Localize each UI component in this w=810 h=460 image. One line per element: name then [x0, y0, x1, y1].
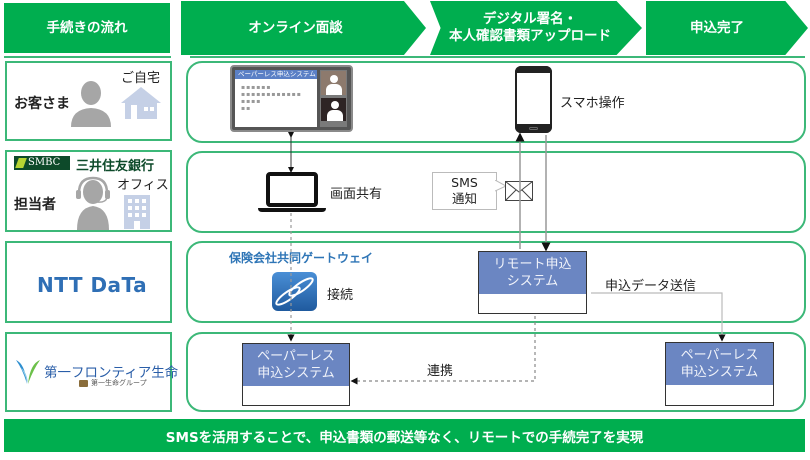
smbc-logo-mark — [15, 158, 27, 168]
remote-application-system: リモート申込 システム — [478, 251, 587, 314]
link-label: 連携 — [427, 364, 454, 379]
actor-customer: お客さま ご自宅 — [5, 61, 172, 141]
step-label: オンライン面談 — [248, 19, 343, 36]
step-label: デジタル署名・ 本人確認書類アップロード — [449, 11, 611, 45]
screen-placeholder-text: ▪▪▪▪▪▪▪▪▪▪▪▪▪▪▪▪▪▪▪▪▪▪▪▪ — [241, 84, 302, 112]
insurer-name: 第一フロンティア生命 — [44, 365, 179, 381]
screen-title-bar: ペーパーレス申込システム — [235, 70, 317, 79]
actor-nttdata: NTT DaTa — [5, 241, 172, 323]
sms-notification-callout: SMS 通知 — [432, 172, 497, 210]
video-participant-1 — [321, 71, 346, 95]
system-label-line1: ペーパーレス — [680, 348, 759, 363]
smbc-brand-text: SMBC — [28, 157, 61, 168]
actor-insurer: 第一フロンティア生命 第一生命グループ — [5, 332, 178, 412]
nttdata-logo: NTT DaTa — [37, 273, 148, 297]
place-home-label: ご自宅 — [121, 71, 161, 86]
video-meeting-monitor: ペーパーレス申込システム ▪▪▪▪▪▪▪▪▪▪▪▪▪▪▪▪▪▪▪▪▪▪▪▪ — [230, 65, 353, 132]
system-label-line2: システム — [506, 274, 559, 289]
summary-banner: SMSを活用することで、申込書類の郵送等なく、リモートでの手続完了を実現 — [4, 419, 805, 452]
person-icon — [71, 81, 111, 127]
paperless-system-right: ペーパーレス 申込システム — [665, 342, 774, 406]
video-participant-2 — [321, 98, 346, 121]
actor-staff-label: 担当者 — [14, 197, 56, 213]
operator-headset-icon — [76, 176, 110, 230]
flow-header-text: 手続きの流れ — [46, 19, 128, 36]
laptop-icon — [258, 172, 326, 212]
system-label: ペーパーレス 申込システム — [243, 344, 349, 386]
smartphone-label: スマホ操作 — [560, 96, 625, 111]
screen-share-label: 画面共有 — [330, 187, 383, 202]
smbc-logo: SMBC — [14, 156, 70, 170]
chain-link-icon — [272, 272, 317, 311]
smartphone-icon — [515, 66, 552, 133]
group-shield-icon — [79, 380, 88, 387]
system-label: ペーパーレス 申込システム — [666, 343, 773, 385]
system-label-line1: リモート申込 — [493, 257, 572, 272]
system-label-line1: ペーパーレス — [257, 349, 335, 364]
step-digital-signature: デジタル署名・ 本人確認書類アップロード — [430, 1, 642, 55]
step-label: 申込完了 — [690, 19, 744, 36]
actor-customer-label: お客さま — [14, 96, 70, 112]
step-label-line2: 本人確認書類アップロード — [449, 28, 611, 44]
video-panel — [320, 70, 347, 127]
house-icon — [121, 87, 161, 119]
step-application-complete: 申込完了 — [646, 1, 808, 55]
header-underline — [190, 56, 805, 58]
header-underline — [4, 56, 171, 58]
connect-label: 接続 — [327, 288, 354, 303]
paperless-system-left: ペーパーレス 申込システム — [242, 343, 350, 406]
gateway-title: 保険会社共同ゲートウェイ — [229, 251, 374, 265]
meeting-screen: ペーパーレス申込システム ▪▪▪▪▪▪▪▪▪▪▪▪▪▪▪▪▪▪▪▪▪▪▪▪ — [235, 70, 317, 127]
step-online-meeting: オンライン面談 — [181, 1, 426, 55]
actor-bank-staff: SMBC 三井住友銀行 担当者 オフィス — [5, 150, 172, 232]
insurer-logo-mark — [16, 360, 40, 384]
step-label-line1: デジタル署名・ — [482, 11, 578, 27]
bank-name: 三井住友銀行 — [76, 159, 155, 174]
sms-line2: 通知 — [451, 191, 477, 206]
insurer-group: 第一生命グループ — [91, 379, 147, 387]
system-label-line2: 申込システム — [680, 365, 759, 380]
system-label-line2: 申込システム — [257, 366, 335, 381]
summary-text: SMSを活用することで、申込書類の郵送等なく、リモートでの手続完了を実現 — [165, 429, 644, 446]
flow-header-label: 手続きの流れ — [4, 3, 170, 53]
send-data-label: 申込データ送信 — [605, 279, 697, 294]
sms-line1: SMS — [451, 175, 478, 190]
envelope-icon — [505, 181, 533, 201]
place-office-label: オフィス — [117, 178, 169, 193]
office-building-icon — [124, 195, 150, 229]
system-label: リモート申込 システム — [479, 252, 586, 294]
